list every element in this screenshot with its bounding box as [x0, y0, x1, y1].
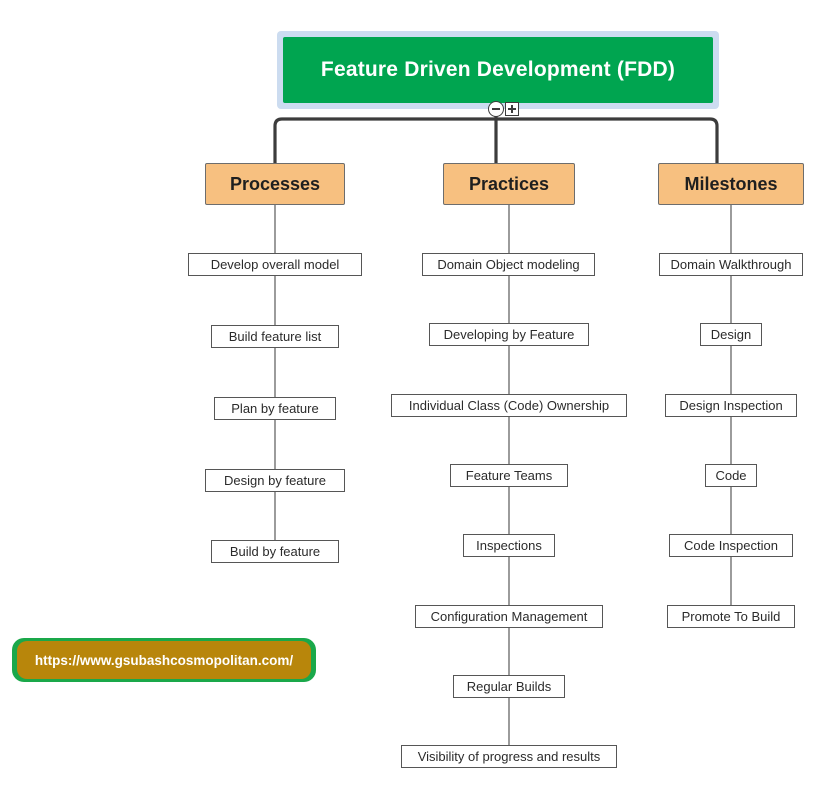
root-node-controls [488, 101, 519, 117]
branch-label: Practices [468, 173, 550, 194]
leaf-node[interactable]: Visibility of progress and results [401, 745, 617, 768]
leaf-label: Build by feature [229, 544, 321, 559]
leaf-node[interactable]: Design by feature [205, 469, 345, 492]
leaf-node[interactable]: Code Inspection [669, 534, 793, 557]
minus-circle-icon[interactable] [488, 101, 504, 117]
leaf-node[interactable]: Design Inspection [665, 394, 797, 417]
leaf-label: Regular Builds [466, 679, 552, 694]
leaf-node[interactable]: Developing by Feature [429, 323, 589, 346]
leaf-label: Individual Class (Code) Ownership [408, 398, 610, 413]
branch-label: Processes [229, 173, 321, 194]
leaf-label: Design [710, 327, 752, 342]
leaf-label: Develop overall model [210, 257, 340, 272]
watermark-url-label: https://www.gsubashcosmopolitan.com/ [34, 652, 294, 668]
leaf-node[interactable]: Design [700, 323, 762, 346]
watermark-url-badge[interactable]: https://www.gsubashcosmopolitan.com/ [17, 641, 311, 679]
leaf-label: Visibility of progress and results [417, 749, 601, 764]
leaf-node[interactable]: Inspections [463, 534, 555, 557]
leaf-label: Code Inspection [684, 538, 778, 553]
root-node-label: Feature Driven Development (FDD) [320, 58, 676, 81]
leaf-node[interactable]: Configuration Management [415, 605, 603, 628]
branch-node-processes[interactable]: Processes [205, 163, 345, 205]
leaf-node[interactable]: Individual Class (Code) Ownership [391, 394, 627, 417]
leaf-node[interactable]: Build by feature [211, 540, 339, 563]
leaf-label: Plan by feature [231, 401, 319, 416]
leaf-label: Developing by Feature [443, 327, 575, 342]
leaf-node[interactable]: Domain Object modeling [422, 253, 595, 276]
leaf-node[interactable]: Domain Walkthrough [659, 253, 803, 276]
leaf-label: Inspections [476, 538, 542, 553]
leaf-node[interactable]: Code [705, 464, 757, 487]
leaf-label: Design by feature [224, 473, 326, 488]
leaf-label: Promote To Build [681, 609, 781, 624]
leaf-label: Build feature list [228, 329, 322, 344]
root-node[interactable]: Feature Driven Development (FDD) [283, 37, 713, 103]
leaf-node[interactable]: Promote To Build [667, 605, 795, 628]
leaf-node[interactable]: Plan by feature [214, 397, 336, 420]
leaf-node[interactable]: Feature Teams [450, 464, 568, 487]
leaf-label: Domain Walkthrough [670, 257, 792, 272]
leaf-label: Design Inspection [679, 398, 783, 413]
leaf-label: Code [715, 468, 747, 483]
leaf-node[interactable]: Build feature list [211, 325, 339, 348]
branch-node-practices[interactable]: Practices [443, 163, 575, 205]
branch-node-milestones[interactable]: Milestones [658, 163, 804, 205]
leaf-node[interactable]: Regular Builds [453, 675, 565, 698]
leaf-label: Configuration Management [430, 609, 588, 624]
plus-square-icon[interactable] [505, 102, 519, 116]
leaf-label: Domain Object modeling [437, 257, 580, 272]
leaf-node[interactable]: Develop overall model [188, 253, 362, 276]
leaf-label: Feature Teams [465, 468, 553, 483]
branch-label: Milestones [684, 173, 778, 194]
